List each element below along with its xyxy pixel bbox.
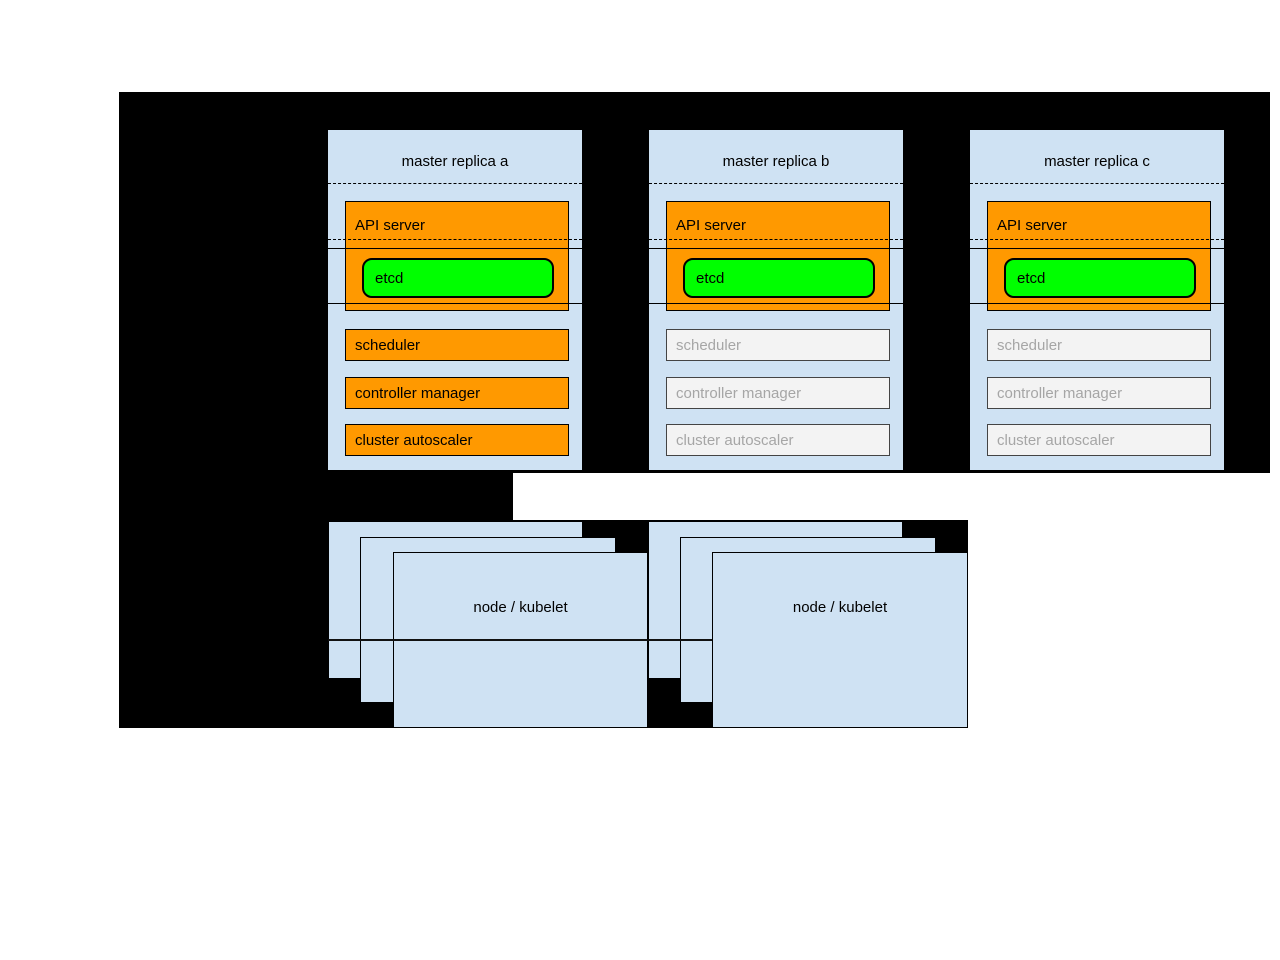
- cluster-autoscaler-box-b: cluster autoscaler: [666, 424, 890, 456]
- api-server-box-a: API server: [345, 201, 569, 249]
- controller-manager-label: controller manager: [997, 384, 1123, 402]
- node-divider-line: [328, 639, 712, 641]
- etcd-container-b: etcd: [666, 248, 890, 311]
- cluster-autoscaler-label: cluster autoscaler: [676, 431, 794, 449]
- zone-divider-dashed: [649, 183, 903, 184]
- zone-divider-solid: [328, 248, 582, 249]
- cluster-autoscaler-label: cluster autoscaler: [355, 431, 473, 449]
- etcd-box-c: etcd: [1004, 258, 1196, 298]
- zone-divider-dashed: [328, 239, 582, 240]
- scheduler-box-a: scheduler: [345, 329, 569, 361]
- scheduler-label: scheduler: [355, 336, 421, 354]
- node-box-front: node / kubelet: [712, 552, 968, 728]
- zone-divider-dashed: [970, 239, 1224, 240]
- zone-divider-solid: [328, 303, 582, 304]
- api-server-box-c: API server: [987, 201, 1211, 249]
- master-replica-b-title: master replica b: [722, 153, 830, 170]
- scheduler-box-b: scheduler: [666, 329, 890, 361]
- api-server-label: API server: [355, 216, 426, 234]
- etcd-label: etcd: [375, 269, 404, 287]
- etcd-label: etcd: [696, 269, 725, 287]
- master-replica-b-box: master replica b API server etcd schedul…: [648, 129, 904, 471]
- zone-divider-dashed: [328, 183, 582, 184]
- node-kubelet-label: node / kubelet: [792, 599, 888, 616]
- zone-divider-solid: [649, 303, 903, 304]
- controller-manager-label: controller manager: [355, 384, 481, 402]
- api-server-label: API server: [676, 216, 747, 234]
- zone-divider-dashed: [970, 183, 1224, 184]
- scheduler-label: scheduler: [676, 336, 742, 354]
- cluster-autoscaler-box-c: cluster autoscaler: [987, 424, 1211, 456]
- api-server-label: API server: [997, 216, 1068, 234]
- zone-divider-solid: [649, 248, 903, 249]
- zone-divider-solid: [970, 303, 1224, 304]
- etcd-container-a: etcd: [345, 248, 569, 311]
- zone-divider-solid: [970, 248, 1224, 249]
- etcd-container-c: etcd: [987, 248, 1211, 311]
- master-replica-c-box: master replica c API server etcd schedul…: [969, 129, 1225, 471]
- etcd-box-b: etcd: [683, 258, 875, 298]
- master-replica-a-box: master replica a API server etcd schedul…: [327, 129, 583, 471]
- node-kubelet-label: node / kubelet: [473, 599, 568, 616]
- master-replica-c-title: master replica c: [1044, 153, 1150, 170]
- zone-divider-dashed: [649, 239, 903, 240]
- backdrop-left-column: [119, 473, 513, 521]
- etcd-box-a: etcd: [362, 258, 554, 298]
- master-replica-a-title: master replica a: [401, 153, 509, 170]
- cluster-autoscaler-label: cluster autoscaler: [997, 431, 1115, 449]
- cluster-autoscaler-box-a: cluster autoscaler: [345, 424, 569, 456]
- scheduler-label: scheduler: [997, 336, 1063, 354]
- controller-manager-box-b: controller manager: [666, 377, 890, 409]
- controller-manager-box-a: controller manager: [345, 377, 569, 409]
- controller-manager-label: controller manager: [676, 384, 802, 402]
- controller-manager-box-c: controller manager: [987, 377, 1211, 409]
- api-server-box-b: API server: [666, 201, 890, 249]
- etcd-label: etcd: [1017, 269, 1046, 287]
- scheduler-box-c: scheduler: [987, 329, 1211, 361]
